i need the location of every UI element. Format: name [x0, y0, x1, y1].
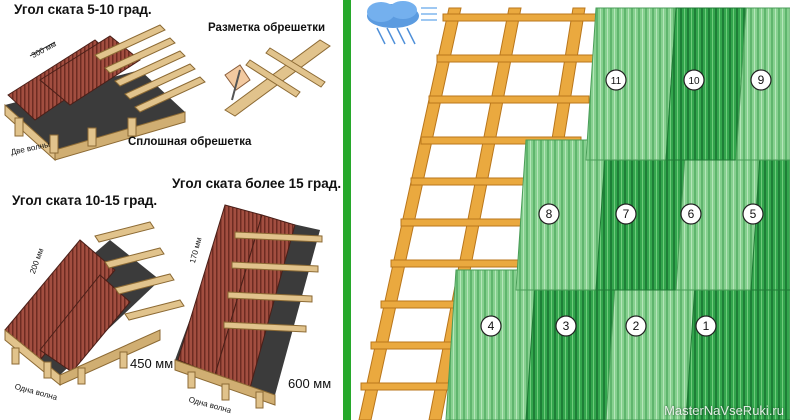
eave-d [174, 359, 276, 406]
sheet-number-label: 3 [563, 319, 570, 333]
sheet-number-circle [605, 69, 627, 91]
rafter-ends-a [14, 117, 137, 154]
caption-slope-10-15: Угол ската 10-15 град. [12, 193, 158, 208]
sheet-number-label: 1 [703, 319, 710, 333]
sheet-number-label: 11 [611, 76, 622, 87]
sheet-number-circle [680, 203, 702, 225]
sheet-number-circle [625, 315, 647, 337]
rafter-ends-d [187, 371, 264, 409]
watermark: MasterNaVseRuki.ru [664, 403, 784, 418]
battens-c [94, 221, 185, 321]
right-panel: 1 2 3 4 5 6 7 8 9 10 11 MasterNaVseRuki.ru [351, 0, 790, 420]
dim-450mm: 450 мм [130, 356, 174, 371]
caption-slope-over-15: Угол ската более 15 град. [172, 176, 342, 191]
right-drawing: 1 2 3 4 5 6 7 8 9 10 11 [358, 1, 790, 420]
sheet-number-circle [750, 69, 772, 91]
sheet-number-label: 10 [688, 76, 700, 87]
rafter-ends-c [11, 347, 128, 385]
diagram-batten-marking [224, 39, 331, 117]
sheet-number-circle [742, 203, 764, 225]
panel-divider [343, 0, 351, 420]
sheet-number-circle [683, 69, 705, 91]
dim-600mm: 600 мм [288, 376, 332, 391]
sheet-10 [665, 7, 747, 161]
diagram-slope-10-15 [4, 221, 185, 387]
diagram-slope-over-15 [174, 204, 323, 409]
sheet-number-label: 8 [546, 207, 553, 221]
sheet-number-circle [480, 315, 502, 337]
roof-sheet-c2 [39, 274, 131, 373]
diagram-slope-5-10 [4, 24, 206, 162]
battens-d [223, 231, 323, 333]
sheet-4 [445, 269, 547, 420]
sheet-1 [685, 269, 790, 420]
sheet-number-label: 9 [758, 73, 765, 87]
sheet-number-circle [538, 203, 560, 225]
sheet-number-label: 4 [488, 319, 495, 333]
battens-a [94, 24, 206, 113]
dim-line-300 [29, 41, 56, 57]
marking-batten-2 [265, 47, 326, 88]
sheet-number-circle [615, 203, 637, 225]
sheet-number-label: 6 [688, 207, 695, 221]
sheet-11 [585, 7, 677, 161]
caption-batten-marking: Разметка обрешетки [208, 22, 326, 34]
eave-a [54, 111, 186, 161]
sheet-number-label: 7 [623, 207, 630, 221]
sheet-number-label: 2 [633, 319, 640, 333]
sheet-number-badges: 1 2 3 4 5 6 7 8 9 10 11 [480, 69, 772, 337]
caption-continuous-batten: Сплошная обрешетка [128, 136, 252, 148]
pencil-icon [231, 69, 241, 101]
marking-batten-1 [245, 59, 301, 98]
left-panel: Угол ската 5-10 град. Разметка обрешетки… [0, 0, 343, 420]
sheet-number-circle [695, 315, 717, 337]
rain-cloud-icon [367, 1, 437, 45]
sheet-number-circle [555, 315, 577, 337]
caption-slope-5-10: Угол ската 5-10 град. [14, 2, 152, 17]
left-drawings [4, 24, 331, 409]
sheet-number-label: 5 [750, 207, 757, 221]
